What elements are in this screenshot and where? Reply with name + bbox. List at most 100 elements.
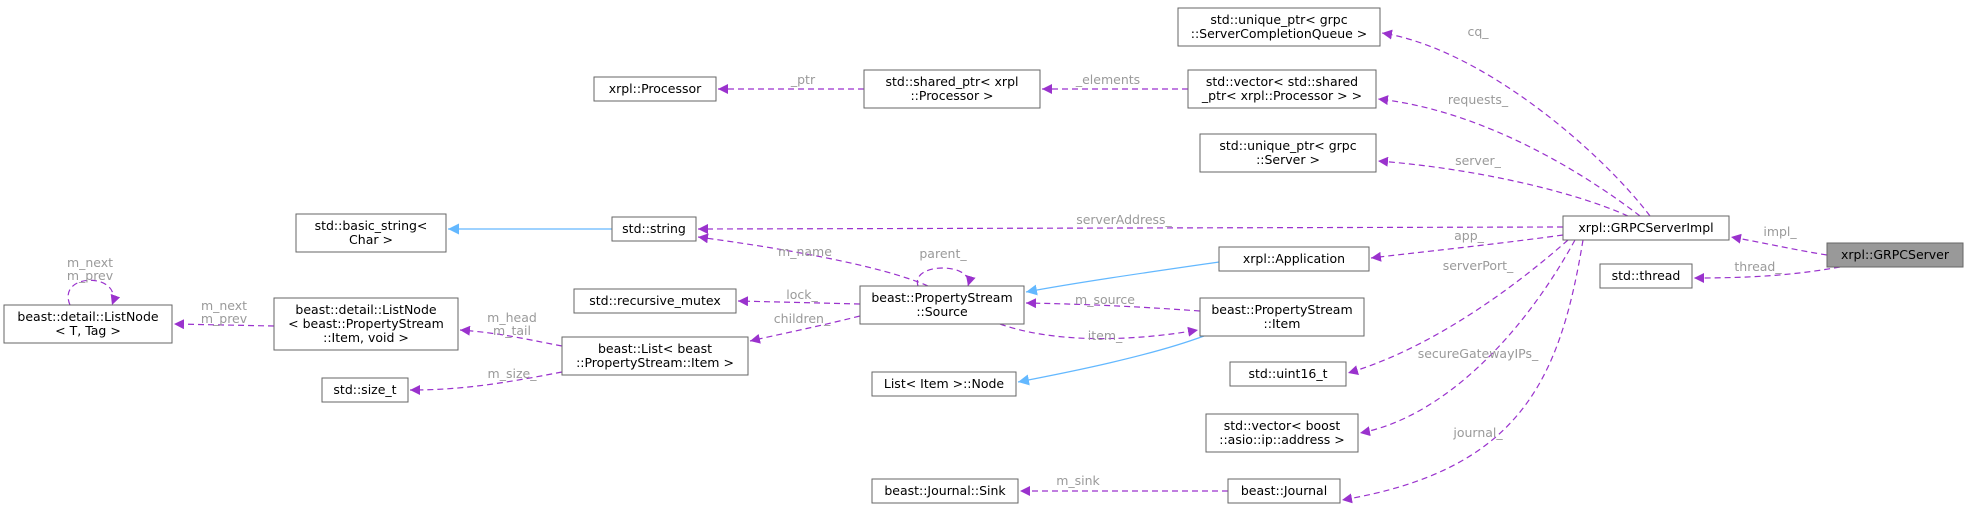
node-recursive-mutex[interactable]: std::recursive_mutex xyxy=(573,288,737,314)
node-std-thread[interactable]: std::thread xyxy=(1599,263,1693,289)
node-box xyxy=(611,216,697,242)
node-label: _ptr< xrpl::Processor > > xyxy=(1201,88,1362,103)
node-box xyxy=(1562,215,1730,241)
node-label: std::vector< boost xyxy=(1224,418,1341,433)
node-label: std::unique_ptr< grpc xyxy=(1219,138,1356,153)
node-label: beast::PropertyStream xyxy=(1211,302,1352,317)
node-box xyxy=(1177,7,1381,47)
edge-name: m_name xyxy=(697,233,929,287)
node-journal-sink[interactable]: beast::Journal::Sink xyxy=(871,478,1019,504)
node-grpc-server[interactable]: xrpl::GRPCServer xyxy=(1826,242,1964,268)
member-arrow xyxy=(1025,298,1201,312)
node-completion-queue[interactable]: std::unique_ptr< grpc::ServerCompletionQ… xyxy=(1177,7,1381,47)
member-arrow xyxy=(1693,266,1841,283)
edge-label: m_size_ xyxy=(488,366,538,381)
edge-requests: requests_ xyxy=(1377,92,1641,217)
edge-parent: parent_ xyxy=(916,246,976,287)
edge-label: children_ xyxy=(774,311,831,326)
node-grpc-server-impl[interactable]: xrpl::GRPCServerImpl xyxy=(1562,215,1730,241)
edge-msource: m_source xyxy=(1025,292,1201,312)
node-beast-list[interactable]: beast::List< beast::PropertyStream::Item… xyxy=(561,336,749,376)
node-size-t[interactable]: std::size_t xyxy=(321,377,409,403)
node-box xyxy=(871,371,1017,397)
node-label: beast::Journal xyxy=(1241,483,1327,498)
edge-serveraddr: serverAddress_ xyxy=(697,212,1564,234)
node-box xyxy=(1599,263,1693,289)
node-unique-server[interactable]: std::unique_ptr< grpc::Server > xyxy=(1199,133,1377,173)
node-box xyxy=(561,336,749,376)
edge-label: app_ xyxy=(1454,228,1485,243)
edge-app-src xyxy=(1025,261,1220,296)
edge-msize: m_size_ xyxy=(409,366,563,395)
member-arrow xyxy=(749,315,861,344)
node-box xyxy=(1199,133,1377,173)
node-box xyxy=(871,478,1019,504)
node-application[interactable]: xrpl::Application xyxy=(1218,246,1370,272)
node-box xyxy=(1227,478,1341,504)
node-processor[interactable]: xrpl::Processor xyxy=(593,76,717,102)
edge-label: journal_ xyxy=(1452,425,1503,440)
node-label: ::Source xyxy=(916,304,968,319)
edge-journal: journal_ xyxy=(1341,239,1584,504)
edge-server: server_ xyxy=(1377,153,1629,217)
member-arrow xyxy=(1341,239,1584,504)
node-label: std::uint16_t xyxy=(1248,366,1327,381)
node-label: xrpl::GRPCServerImpl xyxy=(1578,220,1713,235)
node-journal[interactable]: beast::Journal xyxy=(1227,478,1341,504)
edge-label: serverPort_ xyxy=(1443,258,1514,273)
node-box xyxy=(1199,297,1365,337)
node-vector-processor[interactable]: std::vector< std::shared_ptr< xrpl::Proc… xyxy=(1187,69,1377,109)
node-label: std::recursive_mutex xyxy=(589,293,720,308)
node-ps-item[interactable]: beast::PropertyStream::Item xyxy=(1199,297,1365,337)
node-label: beast::Journal::Sink xyxy=(884,483,1006,498)
node-label: beast::detail::ListNode xyxy=(295,302,436,317)
node-label: ::asio::ip::address > xyxy=(1219,432,1345,447)
node-box xyxy=(859,285,1025,325)
node-list-node-tag[interactable]: beast::detail::ListNode< T, Tag > xyxy=(3,304,173,344)
member-arrow xyxy=(1381,29,1651,217)
node-ps-source[interactable]: beast::PropertyStream::Source xyxy=(859,285,1025,325)
node-vector-address[interactable]: std::vector< boost::asio::ip::address > xyxy=(1205,413,1359,453)
node-label: xrpl::Processor xyxy=(609,81,702,96)
node-label: std::basic_string< xyxy=(315,218,428,233)
edge-app: app_ xyxy=(1370,228,1564,262)
node-label: beast::PropertyStream xyxy=(871,290,1012,305)
edge-label: requests_ xyxy=(1448,92,1509,107)
node-std-string[interactable]: std::string xyxy=(611,216,697,242)
node-shared-processor[interactable]: std::shared_ptr< xrpl::Processor > xyxy=(863,69,1041,109)
node-box xyxy=(1205,413,1359,453)
node-list-node-item[interactable]: beast::detail::ListNode< beast::Property… xyxy=(273,297,459,351)
member-arrow xyxy=(173,319,275,330)
member-arrow xyxy=(1377,156,1629,217)
node-box xyxy=(593,76,717,102)
edge-label: server_ xyxy=(1455,153,1502,168)
edge-label: m_source xyxy=(1075,292,1135,307)
edge-label: impl_ xyxy=(1763,224,1797,239)
edge-label: item_ xyxy=(1088,328,1123,343)
edge-children: children_ xyxy=(749,311,861,344)
node-label: beast::detail::ListNode xyxy=(17,309,158,324)
inheritance-arrow xyxy=(1017,335,1205,386)
node-label: beast::List< beast xyxy=(598,341,712,356)
node-label: std::shared_ptr< xrpl xyxy=(886,74,1019,89)
inheritance-arrow xyxy=(1025,261,1220,296)
member-arrow xyxy=(1347,239,1569,375)
node-uint16[interactable]: std::uint16_t xyxy=(1229,361,1347,387)
edge-port: serverPort_ xyxy=(1347,239,1569,375)
member-arrow xyxy=(916,267,976,287)
node-basic-string[interactable]: std::basic_string<Char > xyxy=(295,213,447,253)
node-label: ::PropertyStream::Item > xyxy=(576,355,734,370)
edge-label: thread_ xyxy=(1734,259,1782,274)
edge-label: _ptr xyxy=(790,72,816,87)
edge-ptr: _ptr xyxy=(718,72,864,94)
node-box xyxy=(1826,242,1964,268)
node-list-item-node[interactable]: List< Item >::Node xyxy=(871,371,1017,397)
node-box xyxy=(3,304,173,344)
member-arrow xyxy=(67,279,121,306)
member-arrow xyxy=(1359,239,1576,437)
node-label: std::string xyxy=(622,221,686,236)
